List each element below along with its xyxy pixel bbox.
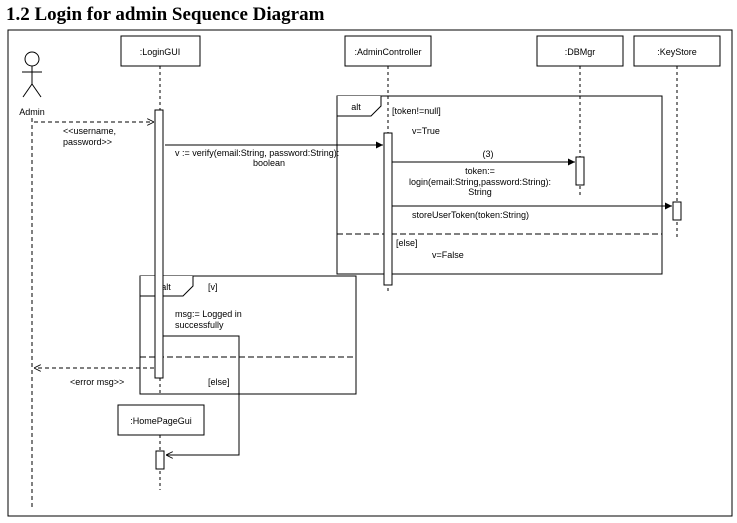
lifeline-head-key-store: :KeyStore <box>633 35 721 67</box>
activation-home-page-gui <box>155 450 165 470</box>
fragment-upper-if-action: v=True <box>412 126 440 136</box>
fragment-upper-guard-else: [else] <box>396 238 418 248</box>
fragment-upper-else-action: v=False <box>432 250 464 260</box>
fragment-upper-guard-if: [token!=null] <box>392 106 441 116</box>
lifeline-admin-controller-label: :AdminController <box>354 47 421 57</box>
fragment-lower-guard-if: [v] <box>208 282 218 292</box>
page-title: 1.2 Login for admin Sequence Diagram <box>6 4 325 25</box>
message-credentials-line1: <<username, <box>63 126 116 136</box>
message-verify-line1: v := verify(email:String, password:Strin… <box>175 148 339 158</box>
lifeline-login-gui-label: :LoginGUI <box>140 47 181 57</box>
actor-head <box>24 51 40 67</box>
fragment-alt-lower: alt [v] [else] <box>139 275 357 395</box>
activation-login-gui <box>154 109 164 379</box>
fragment-lower-operator: alt <box>161 282 171 292</box>
fragment-alt-upper: alt [token!=null] v=True [else] v=False <box>336 95 663 275</box>
message-credentials-line2: password>> <box>63 137 112 147</box>
lifeline-head-home-page-gui: :HomePageGui <box>117 404 205 436</box>
lifeline-home-page-gui-label: :HomePageGui <box>130 416 192 426</box>
message-db-line1: token:= <box>465 166 495 176</box>
message-verify-line2: boolean <box>253 158 285 168</box>
message-store-token-label: storeUserToken(token:String) <box>412 210 529 220</box>
activation-admin-controller <box>383 132 393 286</box>
lifeline-key-store-label: :KeyStore <box>657 47 697 57</box>
message-success-line2: successfully <box>175 320 224 330</box>
message-success-arrow <box>163 335 240 455</box>
fragment-upper-operator: alt <box>351 102 361 112</box>
message-db-line3: String <box>468 187 492 197</box>
message-error-label: <error msg>> <box>70 377 124 387</box>
fragment-lower-guard-else: [else] <box>208 377 230 387</box>
activation-key-store <box>672 201 682 221</box>
lifeline-head-login-gui: :LoginGUI <box>120 35 201 67</box>
lifeline-db-mgr-label: :DBMgr <box>565 47 596 57</box>
message-success-line1: msg:= Logged in <box>175 309 242 319</box>
actor-admin-label: Admin <box>19 107 45 117</box>
activation-db-mgr <box>575 156 585 186</box>
lifeline-head-db-mgr: :DBMgr <box>536 35 624 67</box>
actor-admin: Admin <box>19 51 45 117</box>
message-db-line2: login(email:String,password:String): <box>409 177 551 187</box>
message-db-seq: (3) <box>483 149 494 159</box>
lifeline-head-admin-controller: :AdminController <box>344 35 432 67</box>
